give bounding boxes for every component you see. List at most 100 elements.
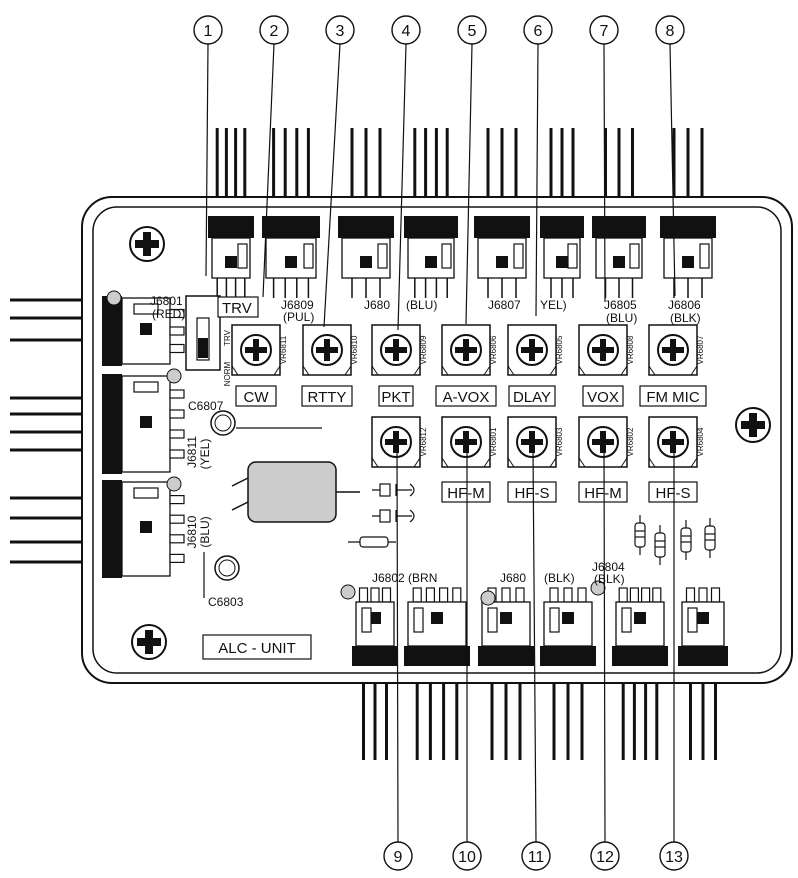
callout-9: 9 bbox=[383, 449, 413, 871]
callout-number: 9 bbox=[394, 849, 403, 866]
label-j6811: J6811 bbox=[185, 436, 199, 468]
callout-number: 3 bbox=[336, 23, 345, 40]
label-j6809-color: (PUL) bbox=[283, 310, 314, 324]
callout-13: 13 bbox=[659, 450, 689, 871]
label-j6807: J6807 bbox=[488, 298, 521, 312]
trimmer-id-label: VR6804 bbox=[696, 427, 705, 456]
label-j6806-color: (BLK) bbox=[670, 311, 701, 325]
label-j680-top: J680 bbox=[364, 298, 390, 312]
connector-labels: J6801 (RED) TRV J6809 (PUL) J680 (BLU) J… bbox=[150, 294, 701, 586]
callout-number: 11 bbox=[528, 849, 545, 866]
label-blu-top: (BLU) bbox=[406, 298, 437, 312]
trimmer-vr6812: VR6812 bbox=[371, 416, 428, 468]
callout-number: 10 bbox=[458, 849, 476, 866]
label-j6805-color: (BLU) bbox=[606, 311, 637, 325]
board-name: ALC - UNIT bbox=[218, 640, 296, 657]
trimmer-function-label: HF-S bbox=[656, 485, 691, 502]
callout-number: 13 bbox=[665, 849, 683, 866]
bottom-connector bbox=[352, 587, 398, 666]
left-connector bbox=[102, 374, 185, 474]
callout-7: 7 bbox=[589, 15, 619, 303]
label-j6810: J6810 bbox=[185, 515, 199, 548]
label-yel-top: YEL) bbox=[540, 298, 567, 312]
top-connector bbox=[540, 216, 584, 298]
callout-number: 5 bbox=[468, 23, 477, 40]
trimmer-function-label: CW bbox=[244, 389, 270, 406]
trimmer-id-label: VR6810 bbox=[350, 335, 359, 364]
callout-8: 8 bbox=[655, 15, 685, 297]
left-connectors bbox=[102, 290, 185, 578]
top-connector bbox=[404, 216, 458, 298]
callout-number: 6 bbox=[534, 23, 543, 40]
callout-6: 6 bbox=[523, 15, 553, 317]
trimmer-function-label: FM MIC bbox=[646, 389, 699, 406]
trimmer-id-label: VR6809 bbox=[419, 335, 428, 364]
bottom-connectors bbox=[340, 580, 728, 666]
label-j6810-color: (BLU) bbox=[198, 516, 212, 547]
left-connector bbox=[102, 296, 185, 366]
trimmer-id-label: VR6805 bbox=[555, 335, 564, 364]
trimmer-id-label: VR6803 bbox=[555, 427, 564, 456]
label-j6805: J6805 bbox=[604, 298, 637, 312]
trimmer-potentiometers: VR6811CWVR6810RTTYVR6809PKTVR6806A-VOXVR… bbox=[231, 324, 707, 503]
pcb-outline-outer bbox=[81, 196, 793, 684]
switch-label-trv: TRV bbox=[223, 329, 232, 346]
label-j6801-color: (RED) bbox=[152, 307, 185, 321]
top-connector bbox=[208, 216, 254, 298]
top-connector bbox=[338, 216, 394, 298]
trimmer-function-label: A-VOX bbox=[443, 389, 490, 406]
trimmer-id-label: VR6806 bbox=[489, 335, 498, 364]
label-j6811-color: (YEL) bbox=[198, 439, 212, 470]
pcb-outline-inner bbox=[92, 206, 782, 674]
capacitor-c6803: C6803 bbox=[203, 552, 244, 609]
callout-number: 7 bbox=[600, 23, 609, 40]
small-components bbox=[348, 483, 716, 565]
callout-4: 4 bbox=[391, 15, 421, 331]
trimmer-function-label: DLAY bbox=[513, 389, 551, 406]
label-j6801: J6801 bbox=[150, 294, 183, 308]
top-connector bbox=[474, 216, 530, 298]
trimmer-vr6807: VR6807 FM MIC bbox=[639, 324, 707, 407]
callout-2: 2 bbox=[259, 15, 289, 298]
mounting-screw-icon bbox=[735, 407, 771, 443]
label-j680-bottom: J680 bbox=[500, 571, 526, 585]
trimmer-id-label: VR6807 bbox=[696, 335, 705, 364]
callout-10: 10 bbox=[452, 450, 482, 871]
top-connector bbox=[592, 216, 646, 298]
callout-5: 5 bbox=[457, 15, 487, 325]
trimmer-id-label: VR6802 bbox=[626, 427, 635, 456]
label-j6804: J6804 bbox=[592, 560, 625, 574]
trimmer-id-label: VR6811 bbox=[279, 335, 288, 364]
trimmer-id-label: VR6808 bbox=[626, 335, 635, 364]
callout-number: 12 bbox=[596, 849, 614, 866]
bottom-connector bbox=[612, 587, 668, 666]
label-j6806: J6806 bbox=[668, 298, 701, 312]
callout-12: 12 bbox=[590, 449, 620, 871]
switch-label-norm: NORM bbox=[223, 361, 232, 386]
label-j6809: J6809 bbox=[281, 298, 314, 312]
top-connectors bbox=[208, 216, 716, 298]
label-trv: TRV bbox=[222, 300, 252, 317]
callout-3: 3 bbox=[323, 15, 355, 328]
callout-number: 2 bbox=[270, 23, 279, 40]
capacitor-c6807: C6807 bbox=[188, 399, 322, 436]
bottom-connector bbox=[678, 587, 728, 666]
mounting-screw-icon bbox=[131, 624, 167, 660]
callout-1: 1 bbox=[193, 15, 223, 277]
label-blk-bottom: (BLK) bbox=[544, 571, 575, 585]
callout-number: 1 bbox=[204, 23, 213, 40]
trimmer-id-label: VR6812 bbox=[419, 427, 428, 456]
trimmer-function-label: PKT bbox=[381, 389, 410, 406]
trimmer-function-label: RTTY bbox=[308, 389, 347, 406]
capacitor-label: C6803 bbox=[208, 595, 244, 609]
trv-norm-switch: TRV NORM bbox=[185, 295, 232, 386]
bottom-connector bbox=[540, 587, 596, 666]
